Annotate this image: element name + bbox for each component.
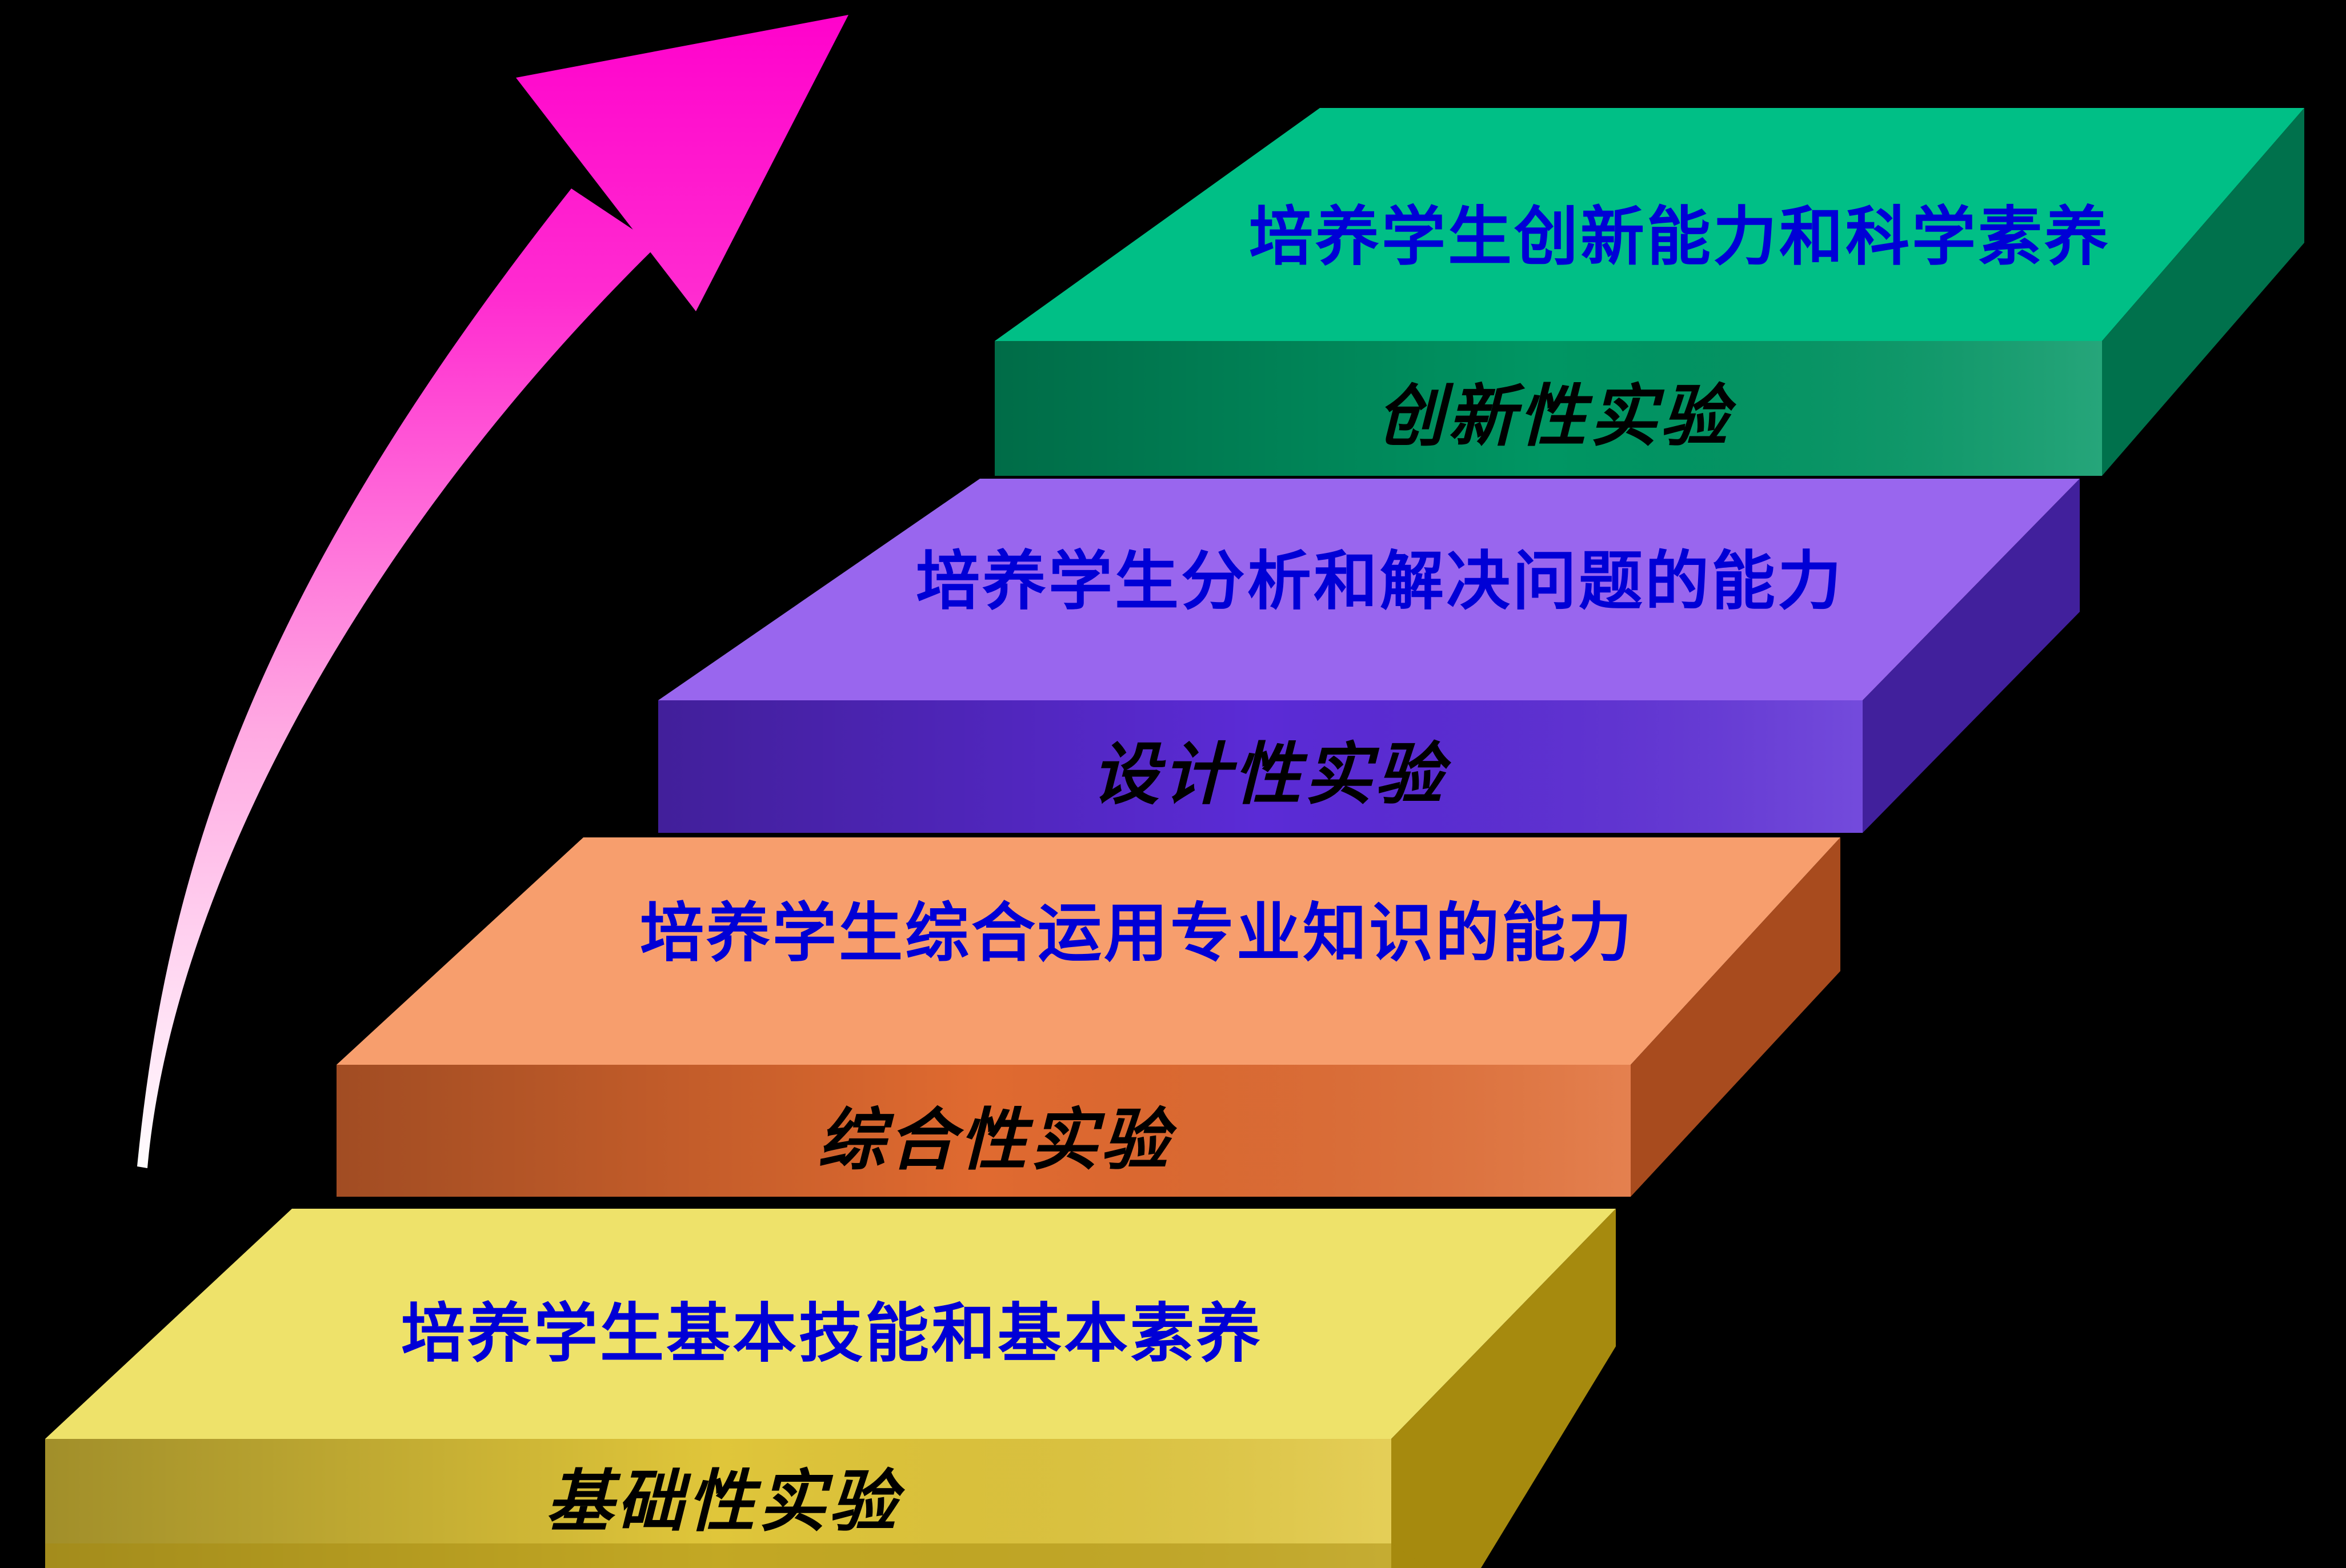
step-basic-top-label: 培养学生基本技能和基本素养: [401, 1297, 1263, 1371]
step-innovative-front-label: 创新性实验: [1376, 376, 1732, 456]
step-innovative-top-face: [995, 108, 2304, 341]
arrow-tail: [137, 189, 657, 1168]
step-innovative-front-shade: [995, 341, 2102, 476]
step-design-top-label: 培养学生分析和解决问题的能力: [916, 544, 1844, 619]
step-basic-front-label: 基础性实验: [545, 1462, 900, 1541]
step-basic-side-face: [1391, 1209, 1616, 1568]
step-innovative: [995, 108, 2304, 476]
step-design-side-face: [1863, 479, 2080, 833]
growth-arrow: [137, 15, 848, 1168]
step-basic-front-shade: [45, 1439, 1391, 1568]
step-comprehensive-top-face: [337, 837, 1840, 1065]
step-design-top-face: [658, 479, 2080, 700]
step-basic-bottom-edge: [45, 1543, 1428, 1568]
step-comprehensive-front-label: 综合性实验: [817, 1100, 1172, 1180]
step-design: [658, 479, 2080, 833]
step-design-front-shade: [658, 700, 1863, 833]
step-comprehensive-top-label: 培养学生综合运用专业知识的能力: [640, 896, 1634, 971]
step-comprehensive: [337, 837, 1840, 1197]
step-comprehensive-front-shade: [337, 1065, 1631, 1197]
step-comprehensive-side-face: [1631, 837, 1840, 1197]
step-innovative-side-face: [2102, 108, 2304, 476]
step-basic: [45, 1209, 1616, 1568]
step-design-front-label: 设计性实验: [1091, 735, 1447, 814]
step-basic-top-face: [45, 1209, 1616, 1439]
arrow-head-icon: [516, 15, 848, 311]
step-innovative-top-label: 培养学生创新能力和科学素养: [1249, 200, 2111, 274]
